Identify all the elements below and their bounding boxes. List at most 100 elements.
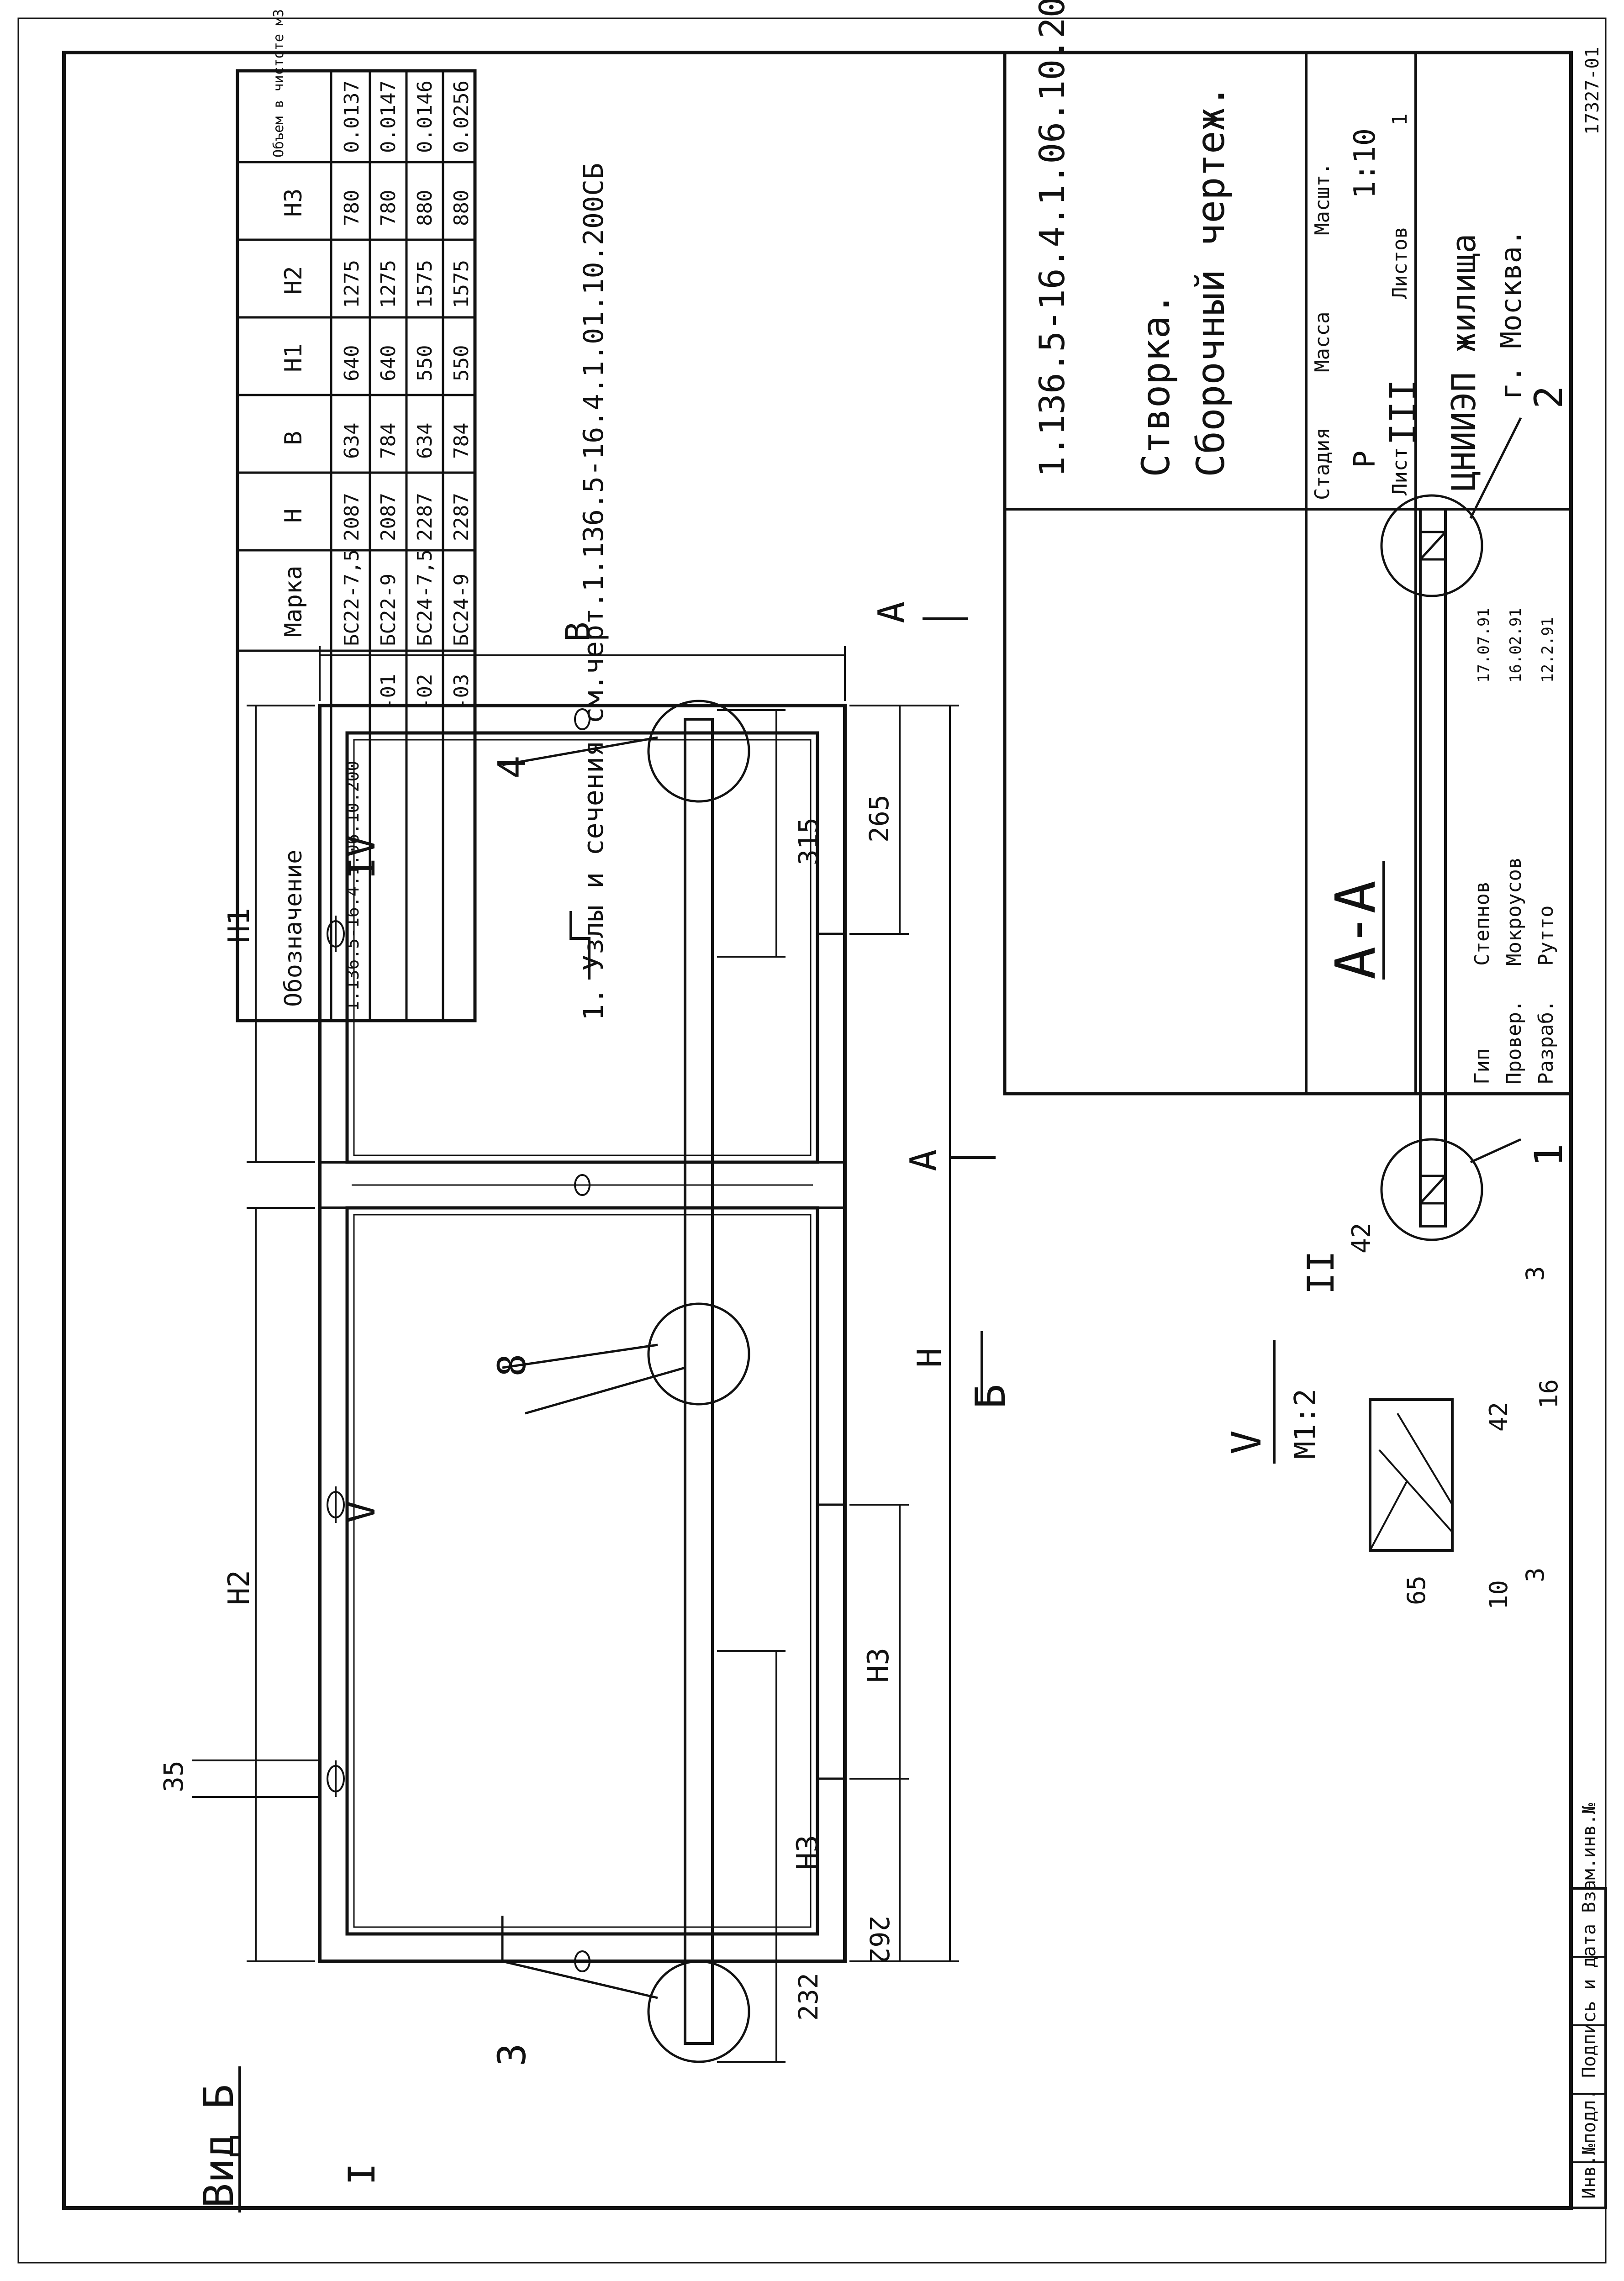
node-label-v: V	[341, 1501, 383, 1523]
svg-text:1575: 1575	[413, 260, 437, 308]
dim-h2: Н2	[222, 1570, 256, 1605]
dim-h3: Н3	[862, 1648, 896, 1683]
svg-text:2087: 2087	[340, 493, 364, 541]
node-circle-ii	[1380, 1138, 1483, 1241]
table-row: -02 БС24-7,5 2287 634 550 1575 880 0.014…	[413, 80, 437, 710]
svg-text:-01: -01	[377, 674, 400, 710]
svg-text:БС24-7,5: БС24-7,5	[413, 549, 437, 646]
dim-h1: Н1	[222, 908, 256, 943]
cut-marker-top: А	[902, 1149, 945, 1171]
callout-1: 1	[1526, 1143, 1571, 1167]
node-v-title: V	[1223, 1430, 1270, 1454]
svg-text:БС22-9: БС22-9	[377, 574, 400, 646]
table-row: -03 БС24-9 2287 784 550 1575 880 0.0256	[450, 80, 473, 710]
section-profile	[1419, 508, 1447, 1227]
svg-text:780: 780	[340, 190, 364, 226]
upper-glazing-opening	[345, 1206, 819, 1936]
scale-label: Масшт.	[1311, 163, 1334, 235]
role-gip: Гип	[1471, 1048, 1494, 1085]
node-v-dim-42: 42	[1484, 1402, 1513, 1432]
node-circle-i	[647, 1960, 750, 2063]
mass-label: Масса	[1311, 312, 1334, 372]
svg-text:0.0146: 0.0146	[413, 80, 437, 153]
svg-text:0.0256: 0.0256	[450, 80, 473, 153]
node-label-iv: IV	[341, 835, 383, 879]
svg-text:640: 640	[340, 345, 364, 381]
svg-text:1275: 1275	[340, 260, 364, 308]
callout-2: 2	[1526, 385, 1571, 409]
node-v-dim-10: 10	[1484, 1580, 1513, 1610]
svg-text:634: 634	[413, 423, 437, 459]
svg-text:640: 640	[377, 345, 400, 381]
callout-4: 4	[490, 755, 534, 779]
node-v-dim-16: 16	[1534, 1379, 1563, 1409]
role-check: Провер.	[1503, 1000, 1526, 1085]
node-label-i: I	[341, 2163, 383, 2185]
node-label-iii: III	[1382, 379, 1424, 446]
node-circle-iv	[647, 700, 750, 803]
svg-text:БС24-9: БС24-9	[450, 574, 473, 646]
inner-frame	[62, 51, 1573, 2210]
sheets-value: 1	[1388, 114, 1412, 126]
svg-text:0.0147: 0.0147	[377, 80, 400, 153]
dim-h3-view-b: Н3	[791, 1835, 825, 1870]
svg-text:880: 880	[450, 190, 473, 226]
drawing-number: 1.136.5-16.4.1.06.10.200 СБ	[1032, 0, 1072, 477]
name-dev: Рутто	[1534, 906, 1558, 966]
dim-315: 315	[793, 817, 824, 865]
date-dev: 12.2.91	[1539, 617, 1557, 683]
org-name: ЦНИИЭП жилища	[1445, 233, 1483, 491]
view-b-arrow-label: Б	[967, 1384, 1015, 1409]
node-v-scale: М1:2	[1289, 1389, 1323, 1459]
sash-outer-frame	[318, 704, 847, 1963]
side-stamp: Инв.№подл. Подпись и дата Взам.инв.№	[1570, 1803, 1607, 2209]
handle-symbol	[569, 911, 591, 980]
node-v-section	[1369, 1398, 1454, 1552]
org-city: г. Москва.	[1494, 229, 1528, 400]
role-dev: Разраб.	[1534, 1000, 1558, 1085]
svg-text:634: 634	[340, 423, 364, 459]
callout-3: 3	[490, 2043, 534, 2066]
name-gip: Степнов	[1471, 881, 1494, 966]
svg-text:2287: 2287	[413, 493, 437, 541]
name-check: Мокроусов	[1503, 857, 1526, 966]
svg-text:550: 550	[413, 345, 437, 381]
view-b-profile	[684, 718, 714, 2045]
cut-marker-bottom: А	[870, 601, 913, 623]
th-mark: Марка	[280, 565, 307, 637]
th-designation: Обозначение	[280, 850, 307, 1007]
svg-text:1.136.5-16.4.1.06.10.200: 1.136.5-16.4.1.06.10.200	[343, 761, 363, 1011]
dim-h: Н	[910, 1348, 949, 1368]
table-row: -01 БС22-9 2087 784 640 1275 780 0.0147	[377, 80, 400, 710]
node-circle-v	[647, 1302, 750, 1406]
date-gip: 17.07.91	[1475, 608, 1493, 683]
stage-value: Р	[1348, 450, 1382, 468]
node-v-dim-3-left: 3	[1521, 1567, 1550, 1582]
node-label-ii: II	[1300, 1251, 1342, 1295]
dim-b: В	[559, 622, 597, 642]
svg-text:2287: 2287	[450, 493, 473, 541]
table-row: 1.136.5-16.4.1.06.10.200 БС22-7,5 2087 6…	[340, 80, 364, 1011]
drawing-title-line1: Створка.	[1134, 292, 1178, 477]
svg-text:780: 780	[377, 190, 400, 226]
spec-table: Обозначение Марка Н В Н1 Н2 Н3 Объем в ч…	[236, 9, 477, 1022]
svg-text:2087: 2087	[377, 493, 400, 541]
svg-text:0.0137: 0.0137	[340, 80, 364, 153]
svg-text:БС22-7,5: БС22-7,5	[340, 549, 364, 646]
svg-text:550: 550	[450, 345, 473, 381]
drawing-title-line2: Сборочный чертеж.	[1188, 84, 1233, 477]
general-note: 1. Узлы и сечения см.черт.1.136.5-16.4.1…	[578, 163, 610, 1021]
svg-text:784: 784	[450, 423, 473, 459]
node-v-dim-65: 65	[1402, 1575, 1431, 1605]
view-b-title: Вид Б	[195, 2084, 243, 2208]
sheets-label: Листов	[1388, 227, 1412, 299]
th-volume: Объем в чистоте м3	[271, 9, 287, 158]
bottom-reference: 17327-01	[1582, 47, 1603, 135]
side-stamp-text: Инв.№подл. Подпись и дата Взам.инв.№	[1579, 1803, 1600, 2199]
svg-text:-02: -02	[413, 674, 437, 710]
dim-35: 35	[158, 1760, 189, 1792]
dim-262: 262	[864, 1916, 895, 1964]
dim-42-section: 42	[1347, 1223, 1376, 1254]
svg-text:-03: -03	[450, 674, 473, 710]
